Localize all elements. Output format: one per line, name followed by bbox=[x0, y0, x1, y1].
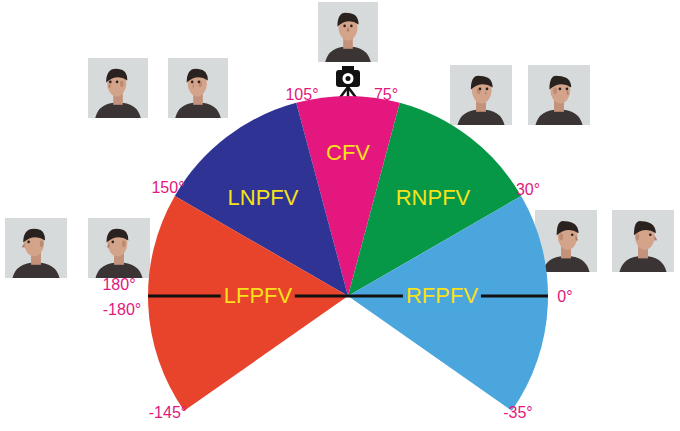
axis-line bbox=[148, 295, 548, 298]
view-sector: LFPFV bbox=[148, 196, 348, 411]
eye-dot bbox=[111, 241, 114, 244]
angle-label: 105° bbox=[285, 86, 318, 104]
sector-label: CFV bbox=[323, 141, 373, 165]
nose-shape bbox=[22, 243, 25, 248]
eye-dot bbox=[350, 25, 353, 28]
ear-shape bbox=[559, 233, 563, 240]
eye-dot bbox=[27, 241, 30, 244]
face-photo bbox=[450, 65, 512, 125]
eye-dot bbox=[479, 88, 482, 91]
camera-top bbox=[342, 66, 354, 71]
hair-shape bbox=[557, 221, 579, 235]
hair-shape bbox=[106, 229, 128, 243]
ear-shape bbox=[477, 88, 481, 95]
hair-shape bbox=[187, 69, 208, 83]
nose-shape bbox=[654, 235, 657, 240]
sector-label: RFPFV bbox=[403, 284, 481, 308]
nose-shape bbox=[576, 235, 579, 240]
ear-shape bbox=[636, 233, 640, 240]
eye-dot bbox=[116, 81, 119, 84]
eye-dot bbox=[486, 88, 489, 91]
sector-shape bbox=[148, 196, 348, 411]
face-photo bbox=[168, 58, 228, 118]
view-sector: RFPFV bbox=[348, 196, 548, 411]
angle-label: 75° bbox=[374, 86, 398, 104]
ear-shape bbox=[120, 81, 123, 88]
eye-dot bbox=[343, 25, 346, 28]
angle-label: -35° bbox=[503, 404, 533, 422]
photo-background bbox=[450, 65, 512, 125]
eye-dot bbox=[571, 233, 574, 236]
photo-background bbox=[88, 218, 150, 278]
nose-shape bbox=[192, 83, 193, 88]
face-photo bbox=[88, 218, 150, 278]
photo-background bbox=[88, 58, 148, 118]
nose-shape bbox=[108, 83, 110, 88]
photo-background bbox=[168, 58, 228, 118]
camera-lens-center bbox=[346, 76, 351, 81]
face-photo bbox=[5, 218, 67, 278]
angle-label: 30° bbox=[516, 181, 540, 199]
angle-label: 180° bbox=[102, 276, 135, 294]
face-photo bbox=[88, 58, 148, 118]
face-photo bbox=[528, 65, 590, 125]
nose-shape bbox=[107, 243, 110, 248]
hair-shape bbox=[471, 76, 493, 90]
photo-background bbox=[612, 210, 674, 272]
sector-shape bbox=[348, 196, 548, 411]
hair-shape bbox=[337, 13, 358, 27]
nose-shape bbox=[486, 90, 487, 95]
eye-dot bbox=[649, 233, 652, 236]
nose-shape bbox=[567, 90, 569, 95]
face-photo bbox=[612, 210, 674, 272]
face-photo bbox=[318, 2, 378, 62]
hair-shape bbox=[549, 76, 571, 90]
ear-shape bbox=[40, 241, 44, 248]
ear-shape bbox=[553, 88, 557, 95]
eye-dot bbox=[559, 88, 562, 91]
nose-shape bbox=[347, 27, 350, 32]
photo-background bbox=[5, 218, 67, 278]
ear-shape bbox=[198, 81, 201, 88]
camera-body bbox=[336, 70, 360, 87]
angle-label: 150° bbox=[151, 179, 184, 197]
angle-label: -180° bbox=[103, 301, 141, 319]
photo-background bbox=[318, 2, 378, 62]
camera-icon bbox=[336, 66, 360, 99]
hair-shape bbox=[23, 229, 45, 243]
hair-shape bbox=[634, 221, 656, 235]
sector-label: LNPFV bbox=[225, 186, 302, 210]
eye-dot bbox=[198, 81, 201, 84]
ear-shape bbox=[122, 241, 126, 248]
angle-label: 0° bbox=[557, 288, 572, 306]
sector-label: LFPFV bbox=[221, 284, 295, 308]
hair-shape bbox=[106, 69, 127, 83]
photo-background bbox=[528, 65, 590, 125]
angle-label: -145° bbox=[149, 404, 187, 422]
eye-dot bbox=[191, 81, 194, 84]
sector-label: RNPFV bbox=[393, 186, 474, 210]
camera-lens bbox=[343, 73, 354, 84]
